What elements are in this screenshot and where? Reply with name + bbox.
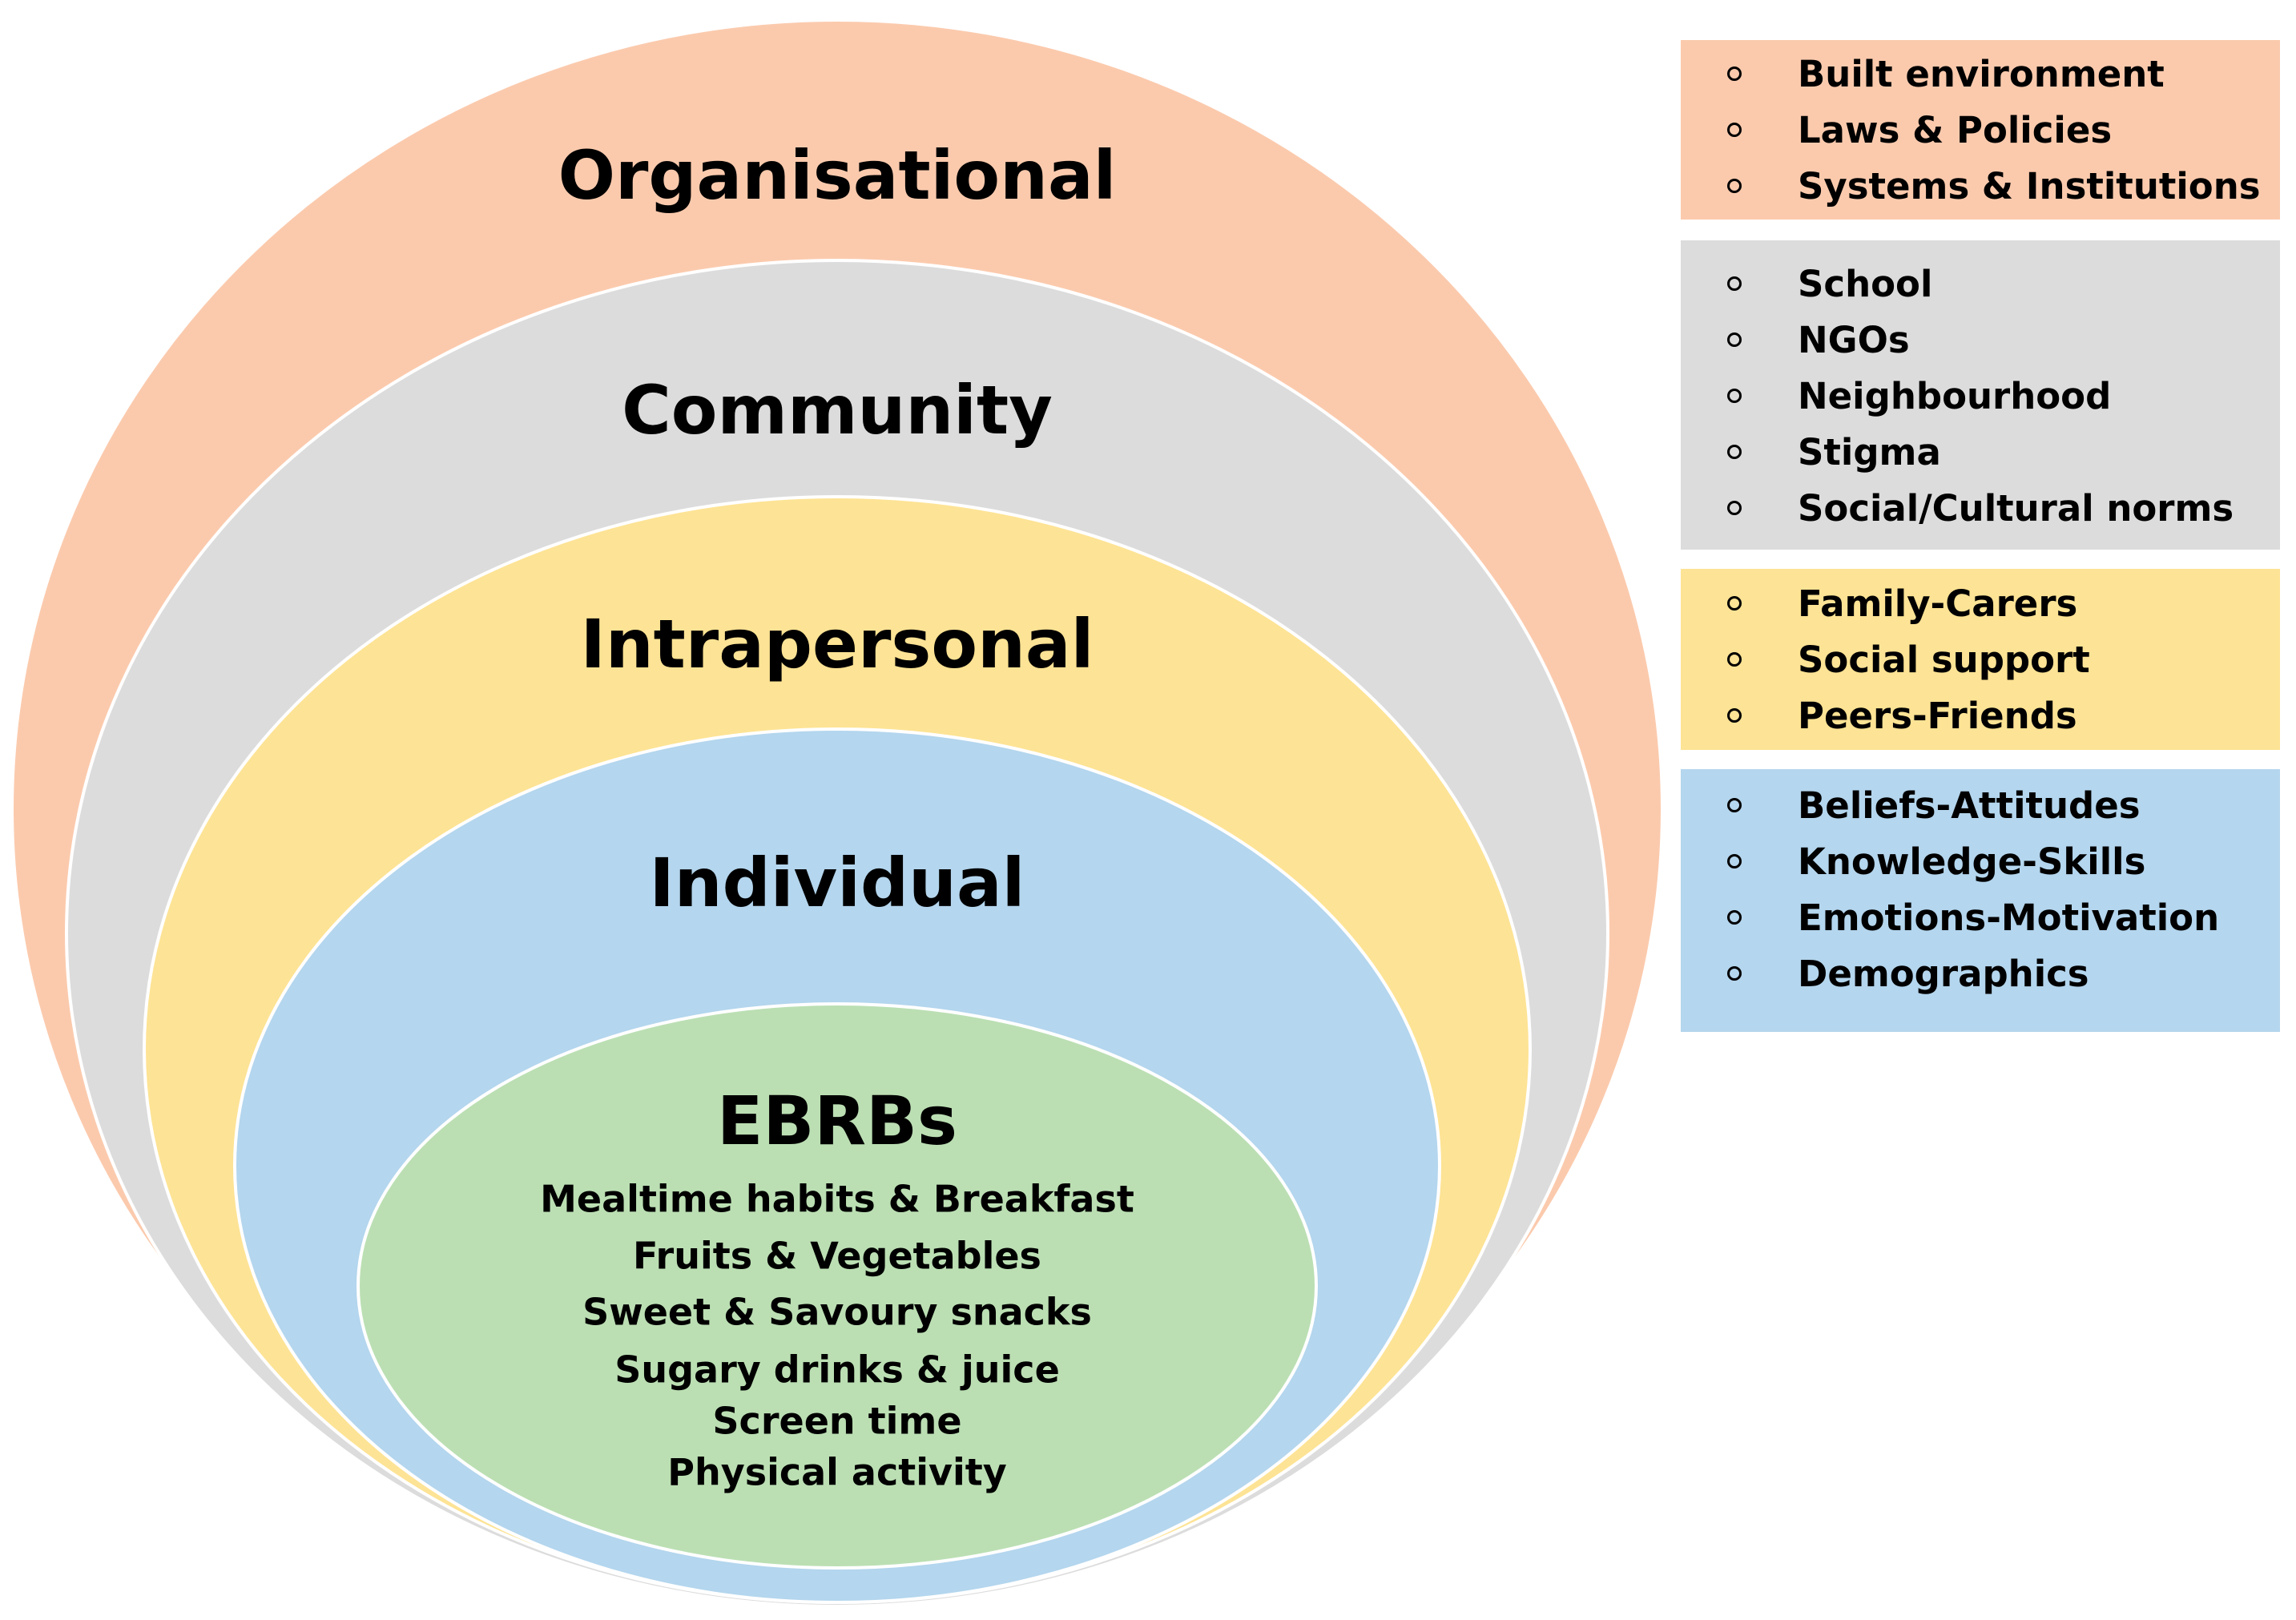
factor-item: Systems & Institutions <box>1727 158 2261 214</box>
hollow-circle-bullet-icon <box>1727 66 1742 81</box>
factor-item-label: Laws & Policies <box>1798 108 2113 151</box>
ebrbs-core <box>356 1002 1318 1570</box>
factor-item: Built environment <box>1727 46 2165 102</box>
factor-item-label: NGOs <box>1798 318 1910 361</box>
community-factors-box: School NGOs Neighbourhood Stigma Social/… <box>1681 240 2280 550</box>
factor-item-label: Built environment <box>1798 52 2165 95</box>
hollow-circle-bullet-icon <box>1727 596 1742 611</box>
hollow-circle-bullet-icon <box>1727 910 1742 925</box>
intrapersonal-factors-box: Family-Carers Social support Peers-Frien… <box>1681 569 2280 750</box>
hollow-circle-bullet-icon <box>1727 798 1742 812</box>
factor-item-label: Systems & Institutions <box>1798 164 2261 208</box>
factor-item-label: Emotions-Motivation <box>1798 896 2220 939</box>
factor-item-label: Demographics <box>1798 952 2089 995</box>
hollow-circle-bullet-icon <box>1727 389 1742 403</box>
hollow-circle-bullet-icon <box>1727 854 1742 868</box>
factor-item-label: Beliefs-Attitudes <box>1798 784 2141 827</box>
ebrb-item: Physical activity <box>667 1451 1006 1494</box>
factor-item: Knowledge-Skills <box>1727 833 2145 889</box>
hollow-circle-bullet-icon <box>1727 123 1742 137</box>
hollow-circle-bullet-icon <box>1727 179 1742 193</box>
factor-item-label: School <box>1798 262 1933 305</box>
factor-item: Social support <box>1727 631 2090 687</box>
community-label: Community <box>622 371 1053 449</box>
hollow-circle-bullet-icon <box>1727 276 1742 291</box>
factor-item: Beliefs-Attitudes <box>1727 777 2141 833</box>
factor-item: Emotions-Motivation <box>1727 889 2219 945</box>
factor-item: NGOs <box>1727 312 1910 368</box>
factor-item-label: Social support <box>1798 638 2090 681</box>
hollow-circle-bullet-icon <box>1727 708 1742 723</box>
hollow-circle-bullet-icon <box>1727 966 1742 981</box>
factor-item-label: Social/Cultural norms <box>1798 486 2234 530</box>
factor-item: Laws & Policies <box>1727 102 2112 158</box>
factor-item: School <box>1727 256 1932 312</box>
ebrb-item: Mealtime habits & Breakfast <box>540 1178 1134 1221</box>
factor-item: Demographics <box>1727 945 2089 1001</box>
hollow-circle-bullet-icon <box>1727 332 1742 347</box>
factor-item: Peers-Friends <box>1727 687 2077 744</box>
factor-item: Neighbourhood <box>1727 368 2111 424</box>
factor-item: Stigma <box>1727 424 1941 480</box>
factor-item-label: Family-Carers <box>1798 582 2078 625</box>
ebrb-item: Sugary drinks & juice <box>614 1348 1060 1392</box>
ebrbs-title: EBRBs <box>717 1082 957 1160</box>
ebrb-item: Sweet & Savoury snacks <box>582 1291 1092 1334</box>
factor-item-label: Knowledge-Skills <box>1798 840 2146 883</box>
individual-factors-box: Beliefs-Attitudes Knowledge-Skills Emoti… <box>1681 769 2280 1032</box>
hollow-circle-bullet-icon <box>1727 501 1742 515</box>
factor-item: Social/Cultural norms <box>1727 480 2234 536</box>
factor-item-label: Neighbourhood <box>1798 374 2112 417</box>
hollow-circle-bullet-icon <box>1727 652 1742 667</box>
factor-item-label: Peers-Friends <box>1798 694 2077 737</box>
factor-item-label: Stigma <box>1798 430 1941 474</box>
hollow-circle-bullet-icon <box>1727 445 1742 459</box>
organisational-factors-box: Built environment Laws & Policies System… <box>1681 40 2280 220</box>
ebrb-item: Fruits & Vegetables <box>633 1235 1041 1278</box>
ebrb-item: Screen time <box>712 1400 961 1443</box>
organisational-label: Organisational <box>558 136 1117 215</box>
factor-item: Family-Carers <box>1727 575 2077 631</box>
intrapersonal-label: Intrapersonal <box>581 605 1094 683</box>
individual-label: Individual <box>650 844 1025 922</box>
